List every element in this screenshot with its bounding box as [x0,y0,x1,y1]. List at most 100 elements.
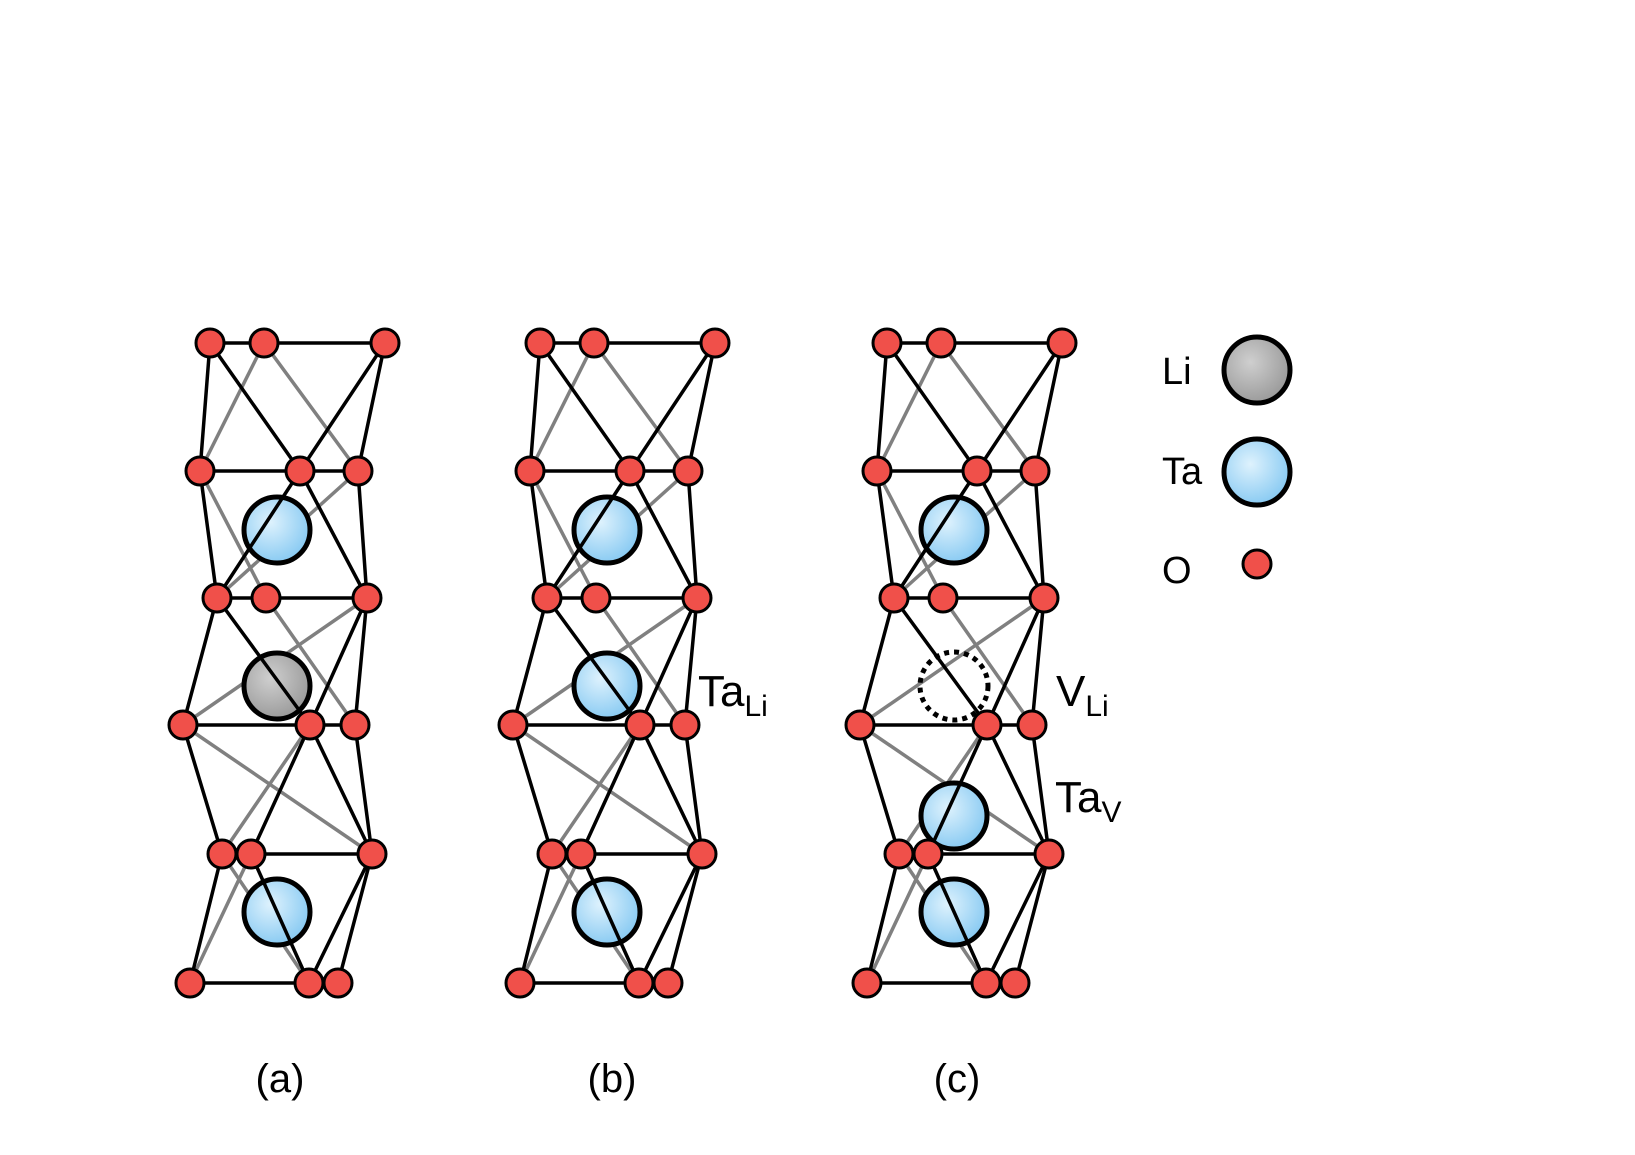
legend-ta-atom-icon [1221,436,1293,508]
front-bond [308,596,369,727]
oxygen-atom-icon [971,709,1003,741]
front-bond [579,852,641,985]
oxygen-atom-icon [999,967,1031,999]
front-bond [683,723,704,856]
oxygen-atom-icon [250,582,282,614]
back-bond [528,469,598,600]
back-bond [181,723,374,856]
back-bond [875,469,945,600]
back-bond [875,341,943,473]
front-bond [683,596,699,727]
front-bond [628,341,717,473]
front-bond [511,723,554,856]
front-bond [353,723,374,856]
oxygen-atom-icon [614,455,646,487]
ta-v-label-main: Ta [1055,773,1102,822]
oxygen-atom-icon [235,838,267,870]
oxygen-atom-icon [248,327,280,359]
oxygen-atom-icon [294,709,326,741]
oxygen-atom-icon [1019,455,1051,487]
back-bond [220,723,312,856]
oxygen-atom-icon [536,838,568,870]
front-bond [215,596,312,727]
oxygen-atom-icon [1028,582,1060,614]
front-bond [181,723,224,856]
front-bond [975,469,1046,600]
front-bond [858,596,896,727]
front-bond [188,852,224,985]
panel-b-caption: (b) [588,1057,637,1101]
back-bond [939,341,1037,473]
back-bond [198,341,266,473]
oxygen-atom-icon [672,455,704,487]
oxygen-atom-icon [342,455,374,487]
front-bond [1030,723,1051,856]
front-bond [985,596,1046,727]
oxygen-atom-icon [961,455,993,487]
v-li-defect-label: VLi [1056,667,1109,723]
front-bond [307,852,374,985]
oxygen-atom-icon [284,455,316,487]
front-bond [181,596,219,727]
ta-atom-icon [918,494,990,566]
oxygen-atom-icon [871,327,903,359]
front-bond [249,852,311,985]
oxygen-atom-icon [504,967,536,999]
oxygen-atom-icon [1046,327,1078,359]
oxygen-atom-icon [878,582,910,614]
front-bond [892,469,979,600]
front-bond [249,723,312,856]
front-bond [579,723,642,856]
oxygen-atom-icon [531,582,563,614]
oxygen-atom-icon [578,327,610,359]
oxygen-atom-icon [624,709,656,741]
front-bond [892,596,989,727]
front-bond [984,852,1051,985]
front-bond [545,469,632,600]
legend-o-atom-icon [1241,548,1273,580]
front-bond [875,341,889,473]
oxygen-atom-icon [1033,838,1065,870]
back-bond [865,852,930,985]
oxygen-atom-icon [669,709,701,741]
front-bond [356,341,387,473]
panel-a-caption: (a) [256,1057,305,1101]
oxygen-atom-icon [580,582,612,614]
front-bond [666,852,704,985]
oxygen-atom-icon [912,838,944,870]
back-bond [511,723,704,856]
ta-li-label-main: Ta [698,667,745,716]
back-bond [264,596,357,727]
oxygen-atom-icon [925,327,957,359]
legend-li-atom-icon [1221,334,1293,406]
front-bond [875,469,896,600]
oxygen-atom-icon [194,327,226,359]
back-bond [188,852,253,985]
front-bond [926,723,989,856]
front-bond [858,723,901,856]
front-bond [638,723,704,856]
oxygen-atom-icon [206,838,238,870]
ta-atom-icon [571,494,643,566]
oxygen-atom-icon [652,967,684,999]
back-bond [941,596,1034,727]
front-bond [356,469,369,600]
front-bond [1033,341,1064,473]
front-bond [208,341,302,473]
front-bond [545,596,642,727]
back-bond [528,341,596,473]
legend-li-label: Li [1162,351,1192,393]
ta-v-defect-label: TaV [1055,773,1122,829]
oxygen-atom-icon [322,967,354,999]
front-bond [298,469,369,600]
oxygen-atom-icon [686,838,718,870]
panel-b [497,327,731,999]
oxygen-atom-icon [883,838,915,870]
front-bond [865,852,901,985]
front-bond [298,341,387,473]
back-bond [198,469,268,600]
front-bond [638,596,699,727]
oxygen-atom-icon [681,582,713,614]
oxygen-atom-icon [351,582,383,614]
